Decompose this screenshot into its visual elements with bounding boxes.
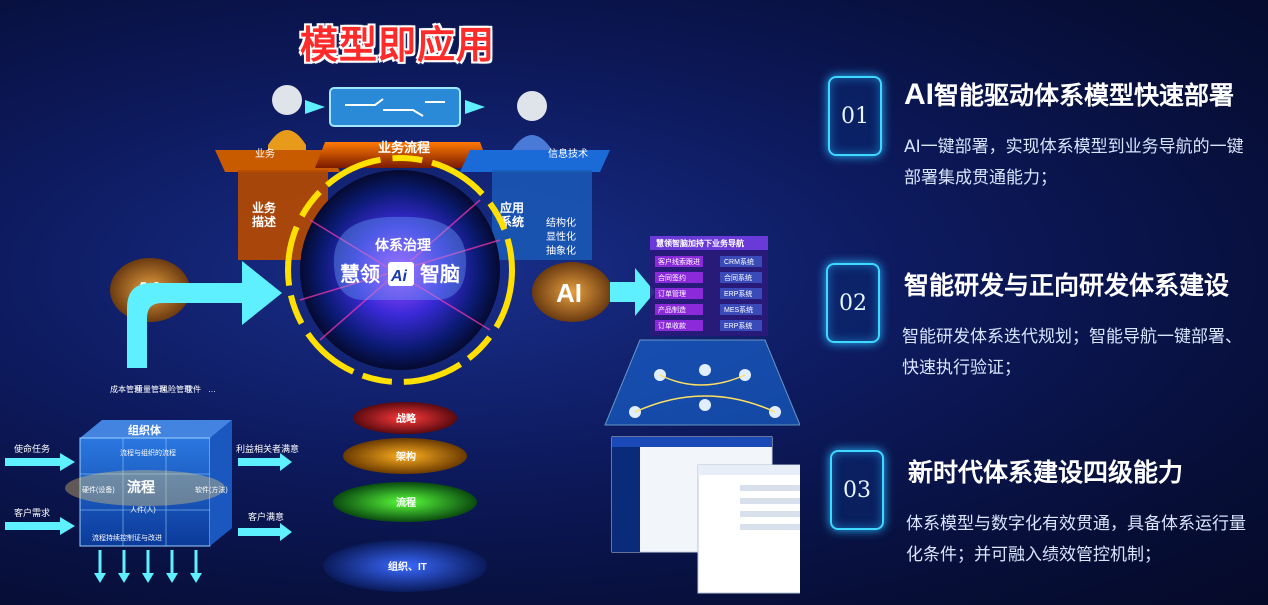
software-screenshot-mockup: [611, 436, 800, 594]
svg-text:客户需求: 客户需求: [14, 507, 50, 518]
svg-text:质量管理: 质量管理: [135, 384, 167, 394]
ai-right-badge: [532, 262, 612, 322]
svg-text:系统: 系统: [500, 214, 524, 229]
svg-text:合同签约: 合同签约: [658, 273, 686, 282]
svg-text:AI: AI: [556, 278, 582, 308]
item-title-02: 智能研发与正向研发体系建设: [904, 271, 1230, 300]
svg-text:合同系统: 合同系统: [724, 273, 752, 282]
svg-text:显性化: 显性化: [546, 230, 576, 243]
svg-text:利益相关者满意: 利益相关者满意: [236, 443, 299, 454]
role-infotech-label: 信息技术: [548, 147, 588, 160]
process-flow-box: [329, 87, 461, 127]
item-title-03: 新时代体系建设四级能力: [908, 458, 1184, 487]
svg-text:战略: 战略: [396, 412, 417, 425]
model-application-illustration: 业务 业务流程 信息技术 业务 描述 应用 系统 结构化 显性化 抽象化 体系治…: [5, 85, 800, 594]
svg-text:描述: 描述: [252, 214, 276, 229]
layered-rings: 战略 架构 流程 组织、IT: [323, 402, 487, 592]
ai-logo-icon: Ai: [390, 268, 408, 285]
svg-text:CRM系统: CRM系统: [724, 257, 754, 266]
svg-text:慧领智脑加持下业务导航: 慧领智脑加持下业务导航: [656, 238, 744, 248]
svg-text:应用: 应用: [500, 200, 524, 215]
svg-text:结构化: 结构化: [546, 216, 576, 229]
svg-text:架构: 架构: [395, 450, 416, 463]
svg-text:流程持续控制证与改进: 流程持续控制证与改进: [92, 533, 162, 542]
organization-cube: 组织体 流程与组织的流程 流程 硬件(设备) 软件(方法) 人件(人) 流程持续…: [65, 420, 232, 547]
item-title-01: AI智能驱动体系模型快速部署: [904, 78, 1235, 111]
svg-text:订单收款: 订单收款: [658, 321, 686, 330]
item-number-badge-03: 03: [830, 450, 884, 530]
svg-text:订单管理: 订单管理: [658, 289, 686, 298]
svg-text:软件(方法): 软件(方法): [195, 485, 228, 494]
svg-text:成本管理: 成本管理: [110, 384, 142, 394]
svg-text:抽象化: 抽象化: [546, 244, 576, 257]
svg-text:体系治理: 体系治理: [375, 237, 431, 253]
svg-text:业务: 业务: [252, 200, 277, 215]
item-number-badge-02: 02: [826, 263, 880, 343]
svg-text:人件(人): 人件(人): [130, 505, 156, 514]
item-desc-02: 智能研发体系迭代规划；智能导航一键部署、快速执行验证；: [902, 327, 1242, 378]
item-number-badge-01: 01: [828, 76, 882, 156]
role-process-label: 业务流程: [378, 140, 430, 155]
svg-text:流程: 流程: [127, 479, 155, 495]
svg-text:使命任务: 使命任务: [14, 443, 50, 454]
page-title: 模型即应用: [300, 23, 496, 67]
brain-ring: [285, 155, 515, 385]
svg-text:MES系统: MES系统: [724, 305, 753, 314]
svg-text:产品制造: 产品制造: [658, 305, 686, 314]
svg-text:组织、IT: 组织、IT: [388, 560, 427, 573]
svg-text:硬件(设备): 硬件(设备): [82, 485, 115, 494]
svg-text:流程: 流程: [396, 496, 416, 509]
svg-text:软件: 软件: [185, 384, 201, 394]
svg-text:ERP系统: ERP系统: [724, 289, 752, 298]
item-desc-01: AI一键部署，实现体系模型到业务导航的一键部署集成贯通能力；: [904, 137, 1244, 188]
svg-text:慧领: 慧领: [340, 262, 380, 286]
brain-icon: [333, 216, 467, 300]
svg-text:客户线索跟进: 客户线索跟进: [658, 257, 700, 266]
item-desc-03: 体系模型与数字化有效贯通，具备体系运行量化条件；并可融入绩效管控机制；: [906, 514, 1246, 565]
svg-text:智脑: 智脑: [420, 262, 460, 286]
svg-text:风险管理: 风险管理: [160, 384, 192, 394]
svg-text:流程与组织的流程: 流程与组织的流程: [120, 448, 176, 457]
arrow-up-right-icon: [127, 261, 282, 368]
arrow-right-icon: [610, 268, 655, 316]
svg-text:客户满意: 客户满意: [248, 511, 284, 522]
role-business-label: 业务: [255, 147, 275, 160]
business-navigation-panel: 慧领智脑加持下业务导航 客户线索跟进 合同签约 订单管理 产品制造 订单收款 C…: [650, 236, 768, 336]
svg-text:ERP系统: ERP系统: [724, 321, 752, 330]
svg-text:组织体: 组织体: [128, 423, 162, 437]
svg-text:…: …: [208, 385, 216, 394]
